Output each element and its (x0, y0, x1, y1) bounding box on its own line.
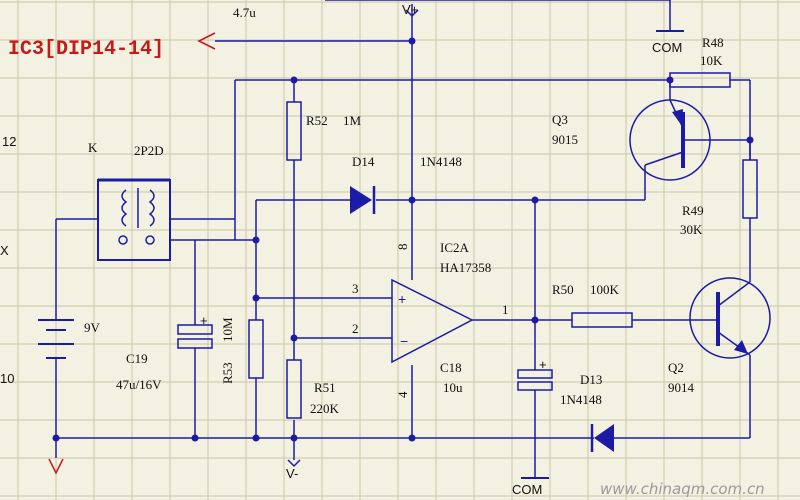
r52-ref: R52 (306, 113, 328, 128)
r50-value: 100K (590, 282, 620, 297)
d13-part: 1N4148 (560, 392, 602, 407)
resistor-r48 (669, 72, 731, 88)
r53-ref: R53 (220, 362, 235, 384)
opamp-minus-sign: − (400, 333, 408, 349)
c19-value: 47u/16V (116, 377, 162, 392)
vminus-arrow-icon (287, 459, 301, 468)
relay-ref: K (88, 140, 98, 155)
diode-d14 (350, 186, 376, 214)
c18-ref: C18 (440, 360, 462, 375)
edge-label-12: 12 (2, 134, 16, 149)
q2-ref: Q2 (668, 360, 684, 375)
opamp-ic2a: + − (391, 278, 474, 364)
ic3-callout-label: IC3[DIP14-14] (8, 38, 164, 61)
c19-ref: C19 (126, 351, 148, 366)
opamp-plus-sign: + (398, 291, 406, 307)
d14-ref: D14 (352, 154, 375, 169)
capacitor-c18: + (517, 357, 553, 391)
relay-type: 2P2D (134, 143, 164, 158)
c18-value: 10u (443, 380, 463, 395)
vplus-arrow-icon (405, 4, 419, 18)
edge-label-x: X (0, 243, 9, 258)
r49-value: 30K (680, 222, 703, 237)
opamp-pin-4: 4 (395, 391, 410, 398)
transistor-q2 (689, 277, 771, 359)
cap-top-value: 4.7u (233, 5, 256, 20)
opamp-pin-3: 3 (352, 281, 359, 296)
opamp-part: HA17358 (440, 260, 491, 275)
edge-label-10: 10 (0, 371, 14, 386)
callout-arrow-icon (197, 32, 216, 50)
opamp-pin-8: 8 (395, 244, 410, 251)
r49-ref: R49 (682, 203, 704, 218)
ground-arrow-icon (48, 458, 64, 475)
r52-value: 1M (343, 113, 362, 128)
r48-ref: R48 (702, 35, 724, 50)
wires (55, 0, 751, 478)
junctions (52, 37, 754, 442)
c18-plus-sign: + (539, 357, 547, 372)
q2-part: 9014 (668, 380, 695, 395)
d14-part: 1N4148 (420, 154, 462, 169)
resistor-r50 (571, 312, 633, 328)
r50-ref: R50 (552, 282, 574, 297)
q3-part: 9015 (552, 132, 578, 147)
resistor-r53 (248, 319, 264, 379)
c19-plus-sign: + (200, 313, 208, 328)
watermark: www.chinaqm.com.cn (600, 480, 765, 498)
resistor-r49 (742, 159, 758, 219)
resistor-r52 (286, 101, 302, 161)
opamp-pin-2: 2 (352, 321, 359, 336)
com-bottom-label: COM (512, 482, 542, 497)
r51-value: 220K (310, 401, 340, 416)
com-top-label: COM (652, 40, 682, 55)
d13-ref: D13 (580, 372, 602, 387)
capacitor-c19: + (177, 313, 213, 349)
resistor-r51 (286, 359, 302, 419)
com-ground-top-icon (656, 25, 684, 32)
r51-ref: R51 (314, 380, 336, 395)
battery-9v (38, 319, 74, 359)
diode-d13 (590, 424, 614, 452)
vminus-label: V- (286, 466, 298, 481)
q3-ref: Q3 (552, 112, 568, 127)
opamp-pin-1: 1 (502, 302, 509, 317)
relay-k (97, 178, 171, 261)
battery-value: 9V (84, 320, 101, 335)
vplus-label: V+ (402, 2, 418, 17)
r48-value: 10K (700, 53, 723, 68)
r53-value: 10M (220, 317, 235, 342)
transistor-q3 (629, 80, 711, 181)
opamp-ref: IC2A (440, 240, 470, 255)
